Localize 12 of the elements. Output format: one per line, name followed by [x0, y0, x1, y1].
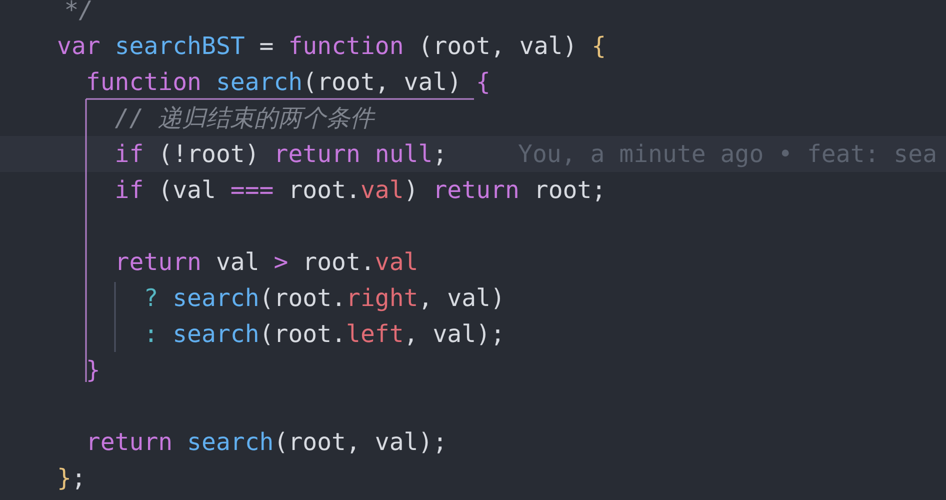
code-line: }; [57, 463, 86, 494]
code-line: return search(root, val); [86, 427, 448, 458]
code-line: ? search(root.right, val) [144, 283, 505, 314]
code-line: : search(root.left, val); [144, 319, 505, 350]
code-line: function search(root, val) { [86, 67, 490, 98]
code-line: if (val === root.val) return root; [114, 175, 606, 206]
code-line: return val > root.val [114, 247, 418, 278]
code-comment: */ [64, 0, 94, 26]
code-line: } [86, 355, 100, 386]
code-line: if (!root) return null; [114, 139, 448, 170]
code-comment: // 递归结束的两个条件 [114, 103, 374, 134]
code-line: var searchBST = function (root, val) { [57, 31, 606, 62]
